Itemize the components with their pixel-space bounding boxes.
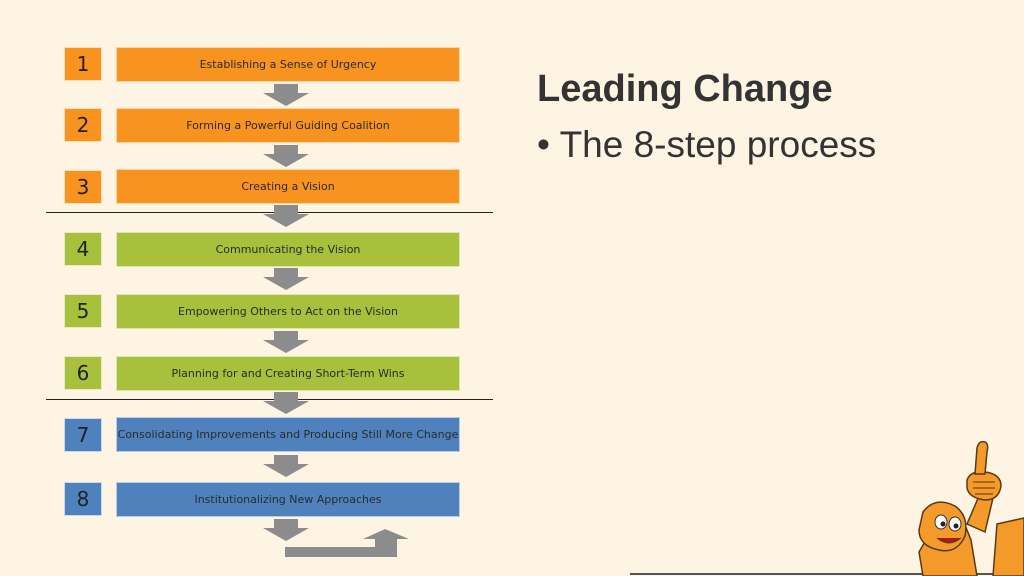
down-arrow-icon [263, 392, 309, 414]
step-number-6: 6 [64, 356, 102, 390]
slide-subtitle: • The 8-step process [537, 124, 877, 165]
down-arrow-icon [263, 84, 309, 106]
down-arrow-icon [263, 331, 309, 353]
step-box-7: Consolidating Improvements and Producing… [116, 417, 460, 452]
step-number-5: 5 [64, 294, 102, 328]
step-box-3: Creating a Vision [116, 169, 460, 204]
down-arrow-icon [263, 145, 309, 167]
return-arrow-icon [285, 529, 409, 557]
step-box-1: Establishing a Sense of Urgency [116, 47, 460, 82]
step-box-2: Forming a Powerful Guiding Coalition [116, 108, 460, 143]
step-box-6: Planning for and Creating Short-Term Win… [116, 356, 460, 391]
step-number-1: 1 [64, 47, 102, 81]
step-box-4: Communicating the Vision [116, 232, 460, 267]
slide-title: Leading Change [537, 68, 833, 110]
step-box-8: Institutionalizing New Approaches [116, 482, 460, 517]
step-number-4: 4 [64, 232, 102, 266]
footer-line [630, 573, 1024, 575]
step-number-2: 2 [64, 108, 102, 142]
down-arrow-icon [263, 205, 309, 227]
step-number-7: 7 [64, 418, 102, 452]
down-arrow-icon [263, 268, 309, 290]
down-arrow-icon [263, 519, 309, 541]
down-arrow-icon [263, 455, 309, 477]
step-box-5: Empowering Others to Act on the Vision [116, 294, 460, 329]
pointing-finger-mascot [918, 440, 1024, 576]
step-number-3: 3 [64, 170, 102, 204]
step-number-8: 8 [64, 482, 102, 516]
phase-divider [46, 399, 493, 400]
phase-divider [46, 212, 493, 213]
